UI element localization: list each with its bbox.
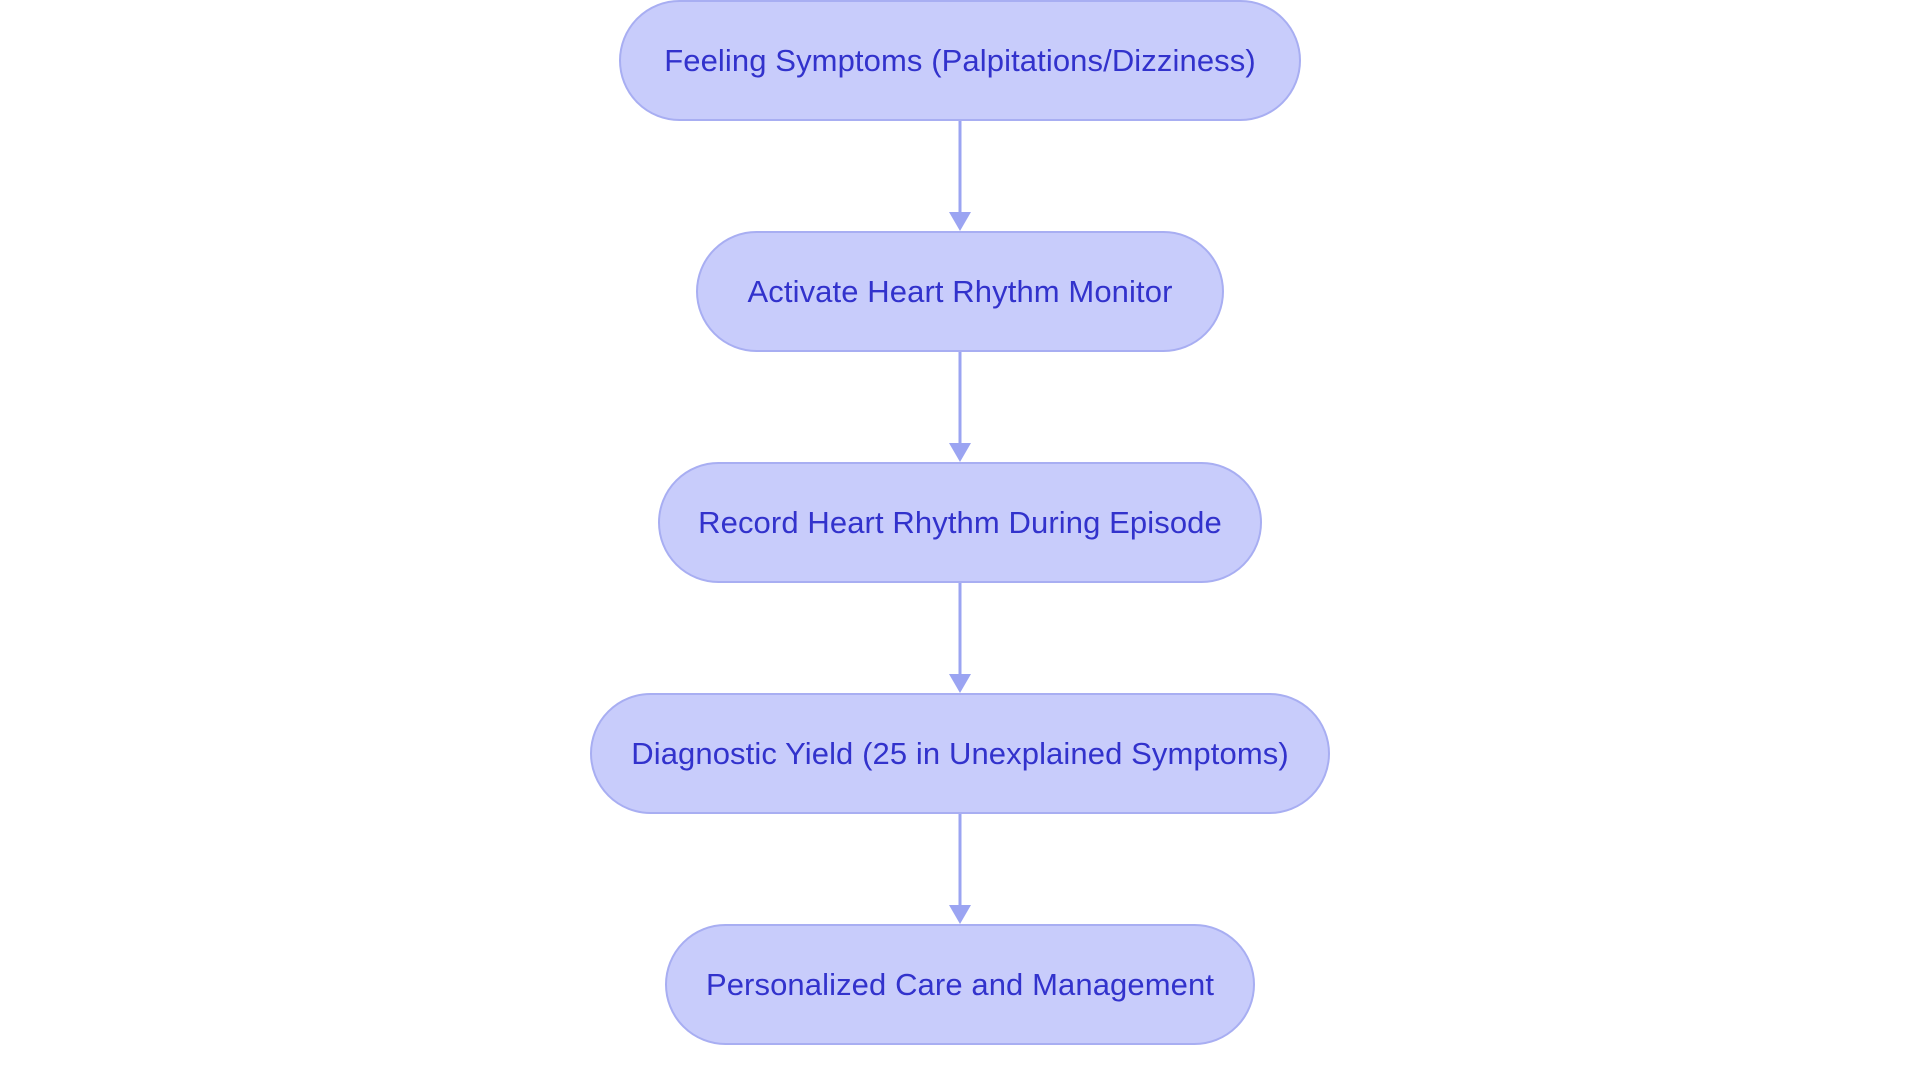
flowchart-arrow-1 — [948, 121, 972, 231]
flowchart-arrow-2 — [948, 352, 972, 462]
flowchart-arrow-3 — [948, 583, 972, 693]
arrow-line-icon — [958, 352, 962, 444]
flowchart-node-feeling-symptoms[interactable]: Feeling Symptoms (Palpitations/Dizziness… — [619, 0, 1301, 121]
arrow-head-icon — [949, 905, 971, 924]
arrow-line-icon — [958, 121, 962, 213]
arrow-head-icon — [949, 674, 971, 693]
flowchart-node-diagnostic-yield[interactable]: Diagnostic Yield (25 in Unexplained Symp… — [590, 693, 1330, 814]
flowchart-node-label: Record Heart Rhythm During Episode — [698, 505, 1222, 540]
flowchart-node-label: Personalized Care and Management — [705, 967, 1215, 1002]
arrow-head-icon — [949, 443, 971, 462]
flowchart-node-label: Diagnostic Yield (25 in Unexplained Symp… — [631, 736, 1289, 771]
flowchart-node-personalized-care[interactable]: Personalized Care and Management — [665, 924, 1255, 1045]
arrow-head-icon — [949, 212, 971, 231]
flowchart-node-activate-heart-rhythm-monitor[interactable]: Activate Heart Rhythm Monitor — [696, 231, 1224, 352]
flowchart-node-record-heart-rhythm[interactable]: Record Heart Rhythm During Episode — [658, 462, 1262, 583]
arrow-line-icon — [958, 814, 962, 906]
flowchart-node-label: Activate Heart Rhythm Monitor — [747, 274, 1173, 309]
arrow-line-icon — [958, 583, 962, 675]
flowchart-arrow-4 — [948, 814, 972, 924]
flowchart-node-label: Feeling Symptoms (Palpitations/Dizziness… — [664, 43, 1256, 78]
